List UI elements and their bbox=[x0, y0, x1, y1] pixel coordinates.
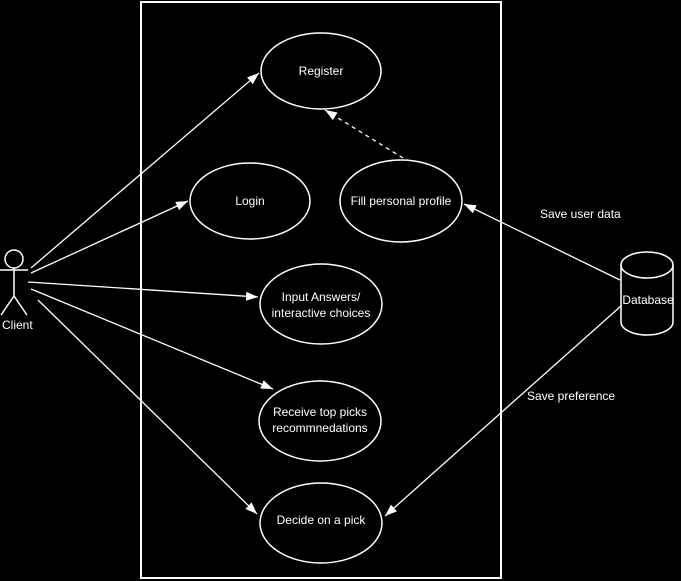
use-case-login-label: Login bbox=[235, 194, 264, 208]
use-case-receive-picks-label-line2: recommnedations bbox=[272, 421, 367, 435]
edge-label-save-preference: Save preference bbox=[527, 389, 615, 403]
actor-leg-right bbox=[13, 295, 28, 316]
edge-client-receive-picks[interactable] bbox=[30, 288, 274, 390]
edge-client-register[interactable] bbox=[30, 72, 260, 269]
use-case-register[interactable]: Register bbox=[260, 32, 382, 110]
edge-extend-fill-profile-register[interactable] bbox=[324, 109, 404, 159]
use-case-fill-profile-label: Fill personal profile bbox=[351, 194, 452, 208]
use-case-receive-picks-label-line1: Receive top picks bbox=[273, 405, 367, 419]
use-case-decide-pick[interactable]: Decide on a pick bbox=[259, 482, 383, 564]
edge-client-login[interactable] bbox=[30, 200, 189, 274]
actor-head bbox=[4, 249, 24, 269]
use-case-decide-pick-label: Decide on a pick bbox=[277, 513, 367, 527]
use-case-input-answers-label-line2: interactive choices bbox=[272, 306, 371, 320]
use-case-login[interactable]: Login bbox=[189, 162, 311, 240]
use-case-register-label: Register bbox=[299, 64, 344, 78]
actor-label: Client bbox=[2, 318, 33, 332]
use-case-receive-picks[interactable]: Receive top picks recommnedations bbox=[258, 380, 382, 462]
database-top bbox=[620, 251, 674, 279]
edge-label-save-user-data: Save user data bbox=[540, 207, 621, 221]
database-label: Database bbox=[622, 293, 674, 307]
database-body bbox=[620, 265, 674, 336]
edge-client-input-answers[interactable] bbox=[27, 281, 259, 301]
database-cylinder[interactable]: Database bbox=[620, 251, 674, 336]
edge-client-decide-pick[interactable] bbox=[37, 299, 258, 515]
use-case-input-answers[interactable]: Input Answers/ interactive choices bbox=[259, 263, 383, 345]
actor-leg-left bbox=[0, 295, 15, 316]
actor-client[interactable]: Client bbox=[0, 249, 33, 332]
edge-database-decide-pick[interactable] bbox=[384, 305, 622, 517]
use-case-fill-profile[interactable]: Fill personal profile bbox=[339, 159, 463, 243]
use-case-input-answers-label-line1: Input Answers/ bbox=[282, 290, 361, 304]
edge-database-fill-profile[interactable] bbox=[463, 203, 621, 281]
